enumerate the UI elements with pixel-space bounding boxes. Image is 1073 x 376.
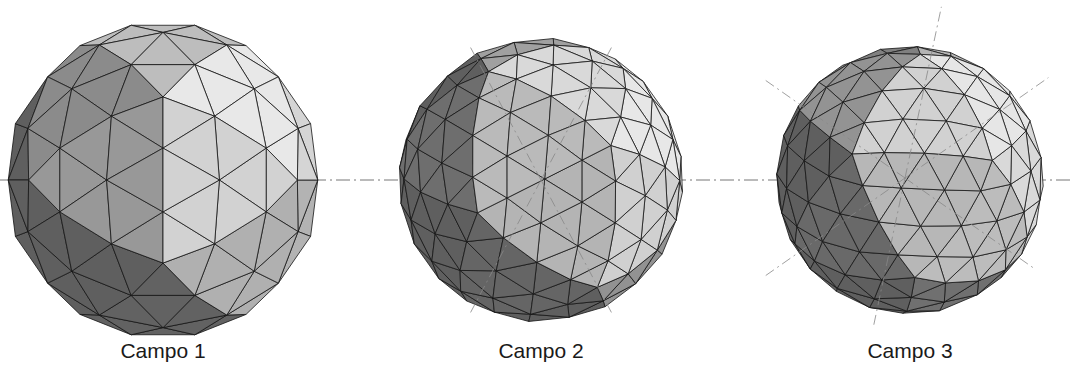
symmetry-axis xyxy=(874,178,905,325)
geodesic-facet xyxy=(591,61,626,89)
geodesic-facet xyxy=(8,180,28,236)
geodesic-facet xyxy=(860,252,898,280)
geodesic-facet xyxy=(448,177,478,213)
geodesic-facet xyxy=(804,137,830,176)
geodesic-facet xyxy=(60,116,112,180)
field-label: Campo 1 xyxy=(117,338,208,363)
geodesic-facet xyxy=(8,124,28,180)
geodesic-facet xyxy=(8,128,28,180)
symmetry-axis xyxy=(541,48,611,180)
field-label: Campo 3 xyxy=(864,338,955,363)
geodesic-facet xyxy=(545,135,582,179)
geodesic-facet xyxy=(1011,146,1031,185)
sphere-group xyxy=(8,25,1043,335)
geodesic-sphere xyxy=(8,25,318,335)
geodesic-facet xyxy=(418,119,445,163)
geodesic-facet xyxy=(641,196,667,240)
geodesic-facet xyxy=(864,91,903,123)
geodesic-facet xyxy=(266,148,297,212)
geodesic-facet xyxy=(297,180,317,232)
symmetry-axis xyxy=(905,78,1048,178)
geodesic-facet xyxy=(902,54,941,68)
geodesic-facet xyxy=(585,88,621,121)
geodesic-facet xyxy=(874,297,911,311)
geodesic-facet xyxy=(777,146,788,189)
geodesic-facet xyxy=(131,295,195,327)
symmetry-axis xyxy=(766,80,905,178)
geodesic-facet xyxy=(879,222,921,255)
geodesic-facet xyxy=(944,281,978,302)
geodesic-facet xyxy=(884,119,924,153)
axis-group xyxy=(471,7,1049,325)
geodesic-facet xyxy=(215,116,267,180)
symmetry-axis xyxy=(905,7,941,178)
geodesic-facet xyxy=(131,32,195,64)
geodesic-facet xyxy=(107,148,163,212)
geodesic-facet xyxy=(903,88,946,121)
geodesic-facet xyxy=(29,148,60,212)
symmetry-axis xyxy=(471,180,541,312)
symmetry-axis xyxy=(471,48,541,180)
geodesic-facet xyxy=(901,188,944,226)
geodesic-facet xyxy=(215,180,267,244)
geodesic-facet xyxy=(582,121,611,161)
geodesic-facet xyxy=(60,180,112,244)
geodesic-facet xyxy=(442,136,473,178)
geodesic-facet xyxy=(8,180,28,232)
symmetry-axis xyxy=(766,178,905,276)
geodesic-facet xyxy=(297,128,317,180)
geodesic-facet xyxy=(473,156,507,198)
geodesic-facet xyxy=(944,281,978,302)
geodesic-sphere xyxy=(777,47,1043,313)
geodesic-facet xyxy=(921,226,962,257)
geodesic-facet xyxy=(898,255,937,278)
geodesic-facet xyxy=(541,179,582,223)
geodesic-facet xyxy=(298,180,318,236)
symmetry-axis xyxy=(905,178,1036,270)
geodesic-sphere xyxy=(400,39,683,322)
geodesic-facet xyxy=(615,181,645,223)
field-label: Campo 2 xyxy=(495,338,586,363)
symmetry-axis xyxy=(541,180,611,312)
geodesic-facet xyxy=(298,124,318,180)
geodesic-facet xyxy=(163,148,219,212)
geodesic-facet xyxy=(882,67,924,91)
geodesic-facet xyxy=(582,160,616,202)
geodesic-facet xyxy=(882,278,915,298)
geodesic-facet xyxy=(901,153,944,190)
